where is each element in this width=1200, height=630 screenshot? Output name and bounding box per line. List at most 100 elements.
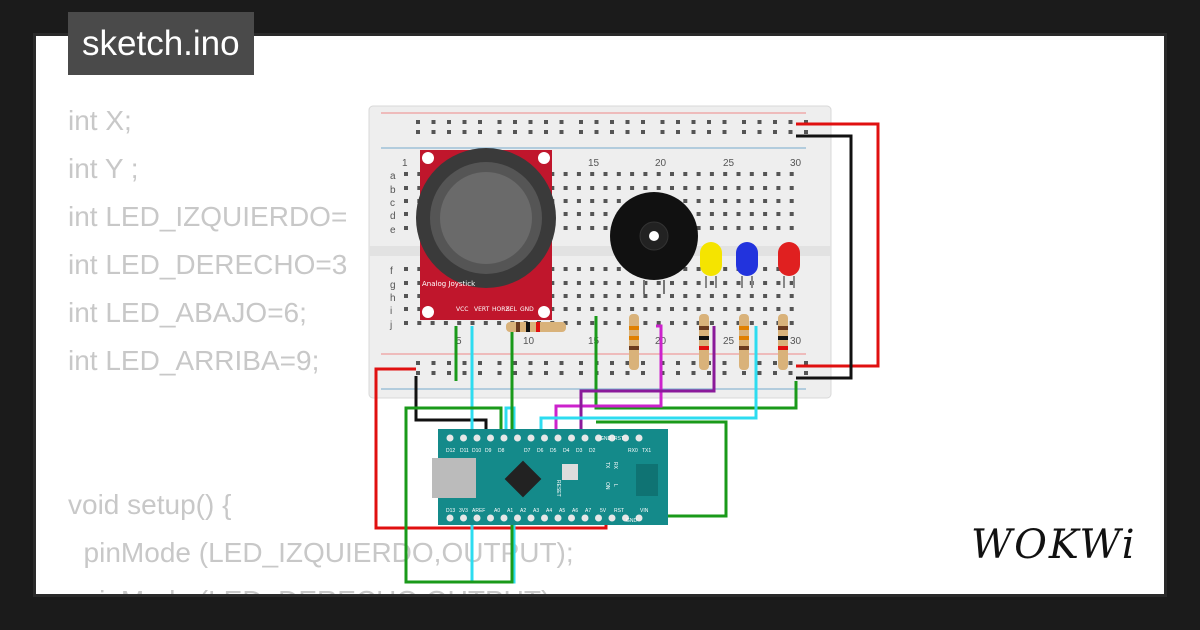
breadboard-hole — [736, 186, 741, 190]
rail-hole — [528, 371, 533, 375]
column-number: 1 — [402, 158, 408, 169]
pin-label: D13 — [446, 508, 455, 514]
breadboard-hole — [683, 294, 688, 298]
rail-hole — [497, 371, 502, 375]
rail-hole — [559, 120, 564, 124]
pin-label: RX0 — [628, 448, 638, 454]
header-pin — [635, 434, 643, 442]
breadboard-hole — [696, 186, 701, 190]
wire-green — [404, 326, 514, 584]
breadboard-hole — [709, 212, 714, 216]
resistor[interactable] — [629, 314, 639, 370]
blue-led[interactable] — [736, 242, 758, 288]
rail-hole — [513, 371, 517, 375]
row-letter: a — [390, 171, 396, 182]
breadboard-hole — [603, 186, 608, 190]
breadboard-hole — [723, 226, 728, 230]
pin-label: A4 — [546, 508, 552, 514]
rail-hole — [497, 361, 502, 365]
breadboard-hole — [763, 281, 768, 285]
header-pin — [581, 434, 589, 442]
breadboard-hole — [603, 321, 608, 325]
breadboard-hole — [576, 172, 581, 176]
rail-hole — [594, 120, 599, 124]
breadboard-hole — [709, 281, 714, 285]
breadboard-hole — [749, 172, 754, 176]
breadboard-hole — [763, 186, 768, 190]
breadboard-hole — [590, 199, 595, 203]
breadboard-hole — [709, 172, 714, 176]
breadboard-hole — [563, 199, 568, 203]
breadboard-hole — [776, 294, 781, 298]
pin-label: D7 — [524, 448, 531, 454]
arduino-nano[interactable]: D12 D11 D10 D9 D8 D7 D6 D5 D4 D3 D2 GND … — [432, 429, 668, 525]
resistor[interactable] — [739, 314, 749, 370]
breadboard-hole — [763, 307, 768, 311]
rail-hole — [416, 371, 420, 375]
wire-black — [414, 376, 488, 436]
breadboard-hole — [776, 307, 781, 311]
breadboard-hole — [723, 294, 728, 298]
wire-green — [594, 316, 798, 410]
file-tab[interactable]: sketch.ino — [68, 12, 254, 75]
header-pin — [595, 434, 602, 442]
rail-hole — [788, 371, 793, 375]
breadboard-hole — [709, 307, 714, 311]
rail-hole — [676, 361, 680, 365]
breadboard-hole — [576, 226, 581, 230]
breadboard-hole — [683, 172, 688, 176]
rail-hole — [625, 361, 630, 365]
breadboard-hole — [550, 294, 555, 298]
joystick-label: Analog Joystick — [422, 280, 476, 288]
pin-label: GND — [626, 518, 638, 524]
rail-hole — [722, 120, 727, 124]
file-tab-title: sketch.ino — [82, 24, 240, 63]
buzzer[interactable] — [610, 192, 698, 294]
breadboard-hole — [563, 186, 568, 190]
breadboard-hole — [590, 321, 595, 325]
reset-button[interactable] — [562, 464, 578, 480]
breadboard-hole — [483, 321, 488, 325]
breadboard-hole — [789, 321, 794, 325]
yellow-led[interactable] — [700, 242, 722, 288]
joystick-pin-label: GND — [520, 306, 534, 313]
breadboard-hole — [656, 321, 661, 325]
breadboard-hole — [616, 321, 621, 325]
breadboard-hole — [670, 281, 674, 285]
column-number: 10 — [523, 336, 535, 347]
resistor[interactable] — [506, 322, 566, 332]
pin-label: RST — [614, 436, 624, 442]
pin-label: A6 — [572, 508, 578, 514]
rail-hole — [579, 371, 583, 375]
rail-hole — [788, 120, 793, 124]
breadboard-hole — [723, 321, 728, 325]
header-pin — [446, 434, 454, 442]
breadboard-hole — [590, 186, 595, 190]
breadboard-hole — [563, 307, 568, 311]
breadboard-hole — [443, 321, 448, 325]
breadboard-hole — [749, 226, 754, 230]
rail-hole — [431, 130, 436, 134]
header-pin — [487, 434, 494, 442]
breadboard-hole — [643, 281, 648, 285]
breadboard-hole — [643, 294, 648, 298]
rail-hole — [742, 130, 746, 134]
breadboard-hole — [723, 199, 728, 203]
breadboard-hole — [404, 212, 408, 216]
breadboard-hole — [763, 294, 768, 298]
red-led[interactable] — [778, 242, 800, 288]
breadboard-hole — [776, 226, 781, 230]
breadboard-hole — [590, 281, 595, 285]
breadboard-hole — [709, 226, 714, 230]
row-letter: j — [389, 320, 392, 331]
resistor[interactable] — [699, 314, 709, 370]
breadboard-hole — [550, 307, 555, 311]
joystick-pin-label: HORZ — [492, 306, 510, 313]
breadboard-hole — [576, 212, 581, 216]
rail-hole — [513, 120, 517, 124]
header-pin — [568, 514, 575, 522]
breadboard-hole — [696, 294, 701, 298]
row-letter: g — [390, 280, 396, 291]
resistor[interactable] — [778, 314, 788, 370]
header-pin — [527, 434, 535, 442]
